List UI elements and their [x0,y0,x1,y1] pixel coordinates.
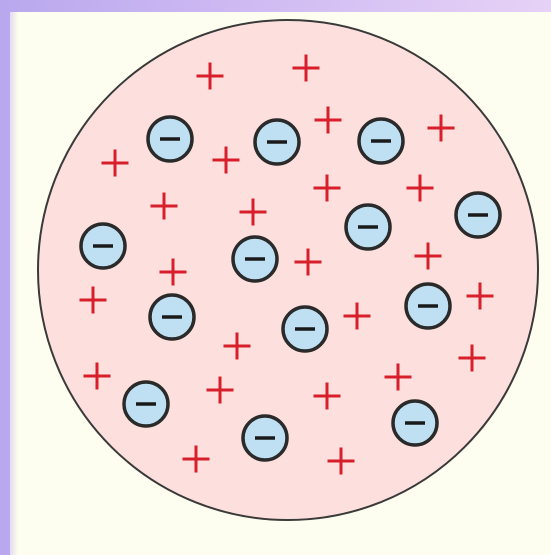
electron-icon [243,416,287,460]
electron-icon [150,295,194,339]
electron-icon [255,120,299,164]
electron-icon [148,117,192,161]
electron-icon [456,193,500,237]
electron-icon [346,205,390,249]
electron-icon [124,382,168,426]
electron-icon [359,119,403,163]
positive-sphere [38,20,538,520]
electron-icon [283,307,327,351]
electron-icon [393,401,437,445]
electron-icon [406,284,450,328]
electron-icon [233,237,277,281]
electron-icon [81,224,125,268]
